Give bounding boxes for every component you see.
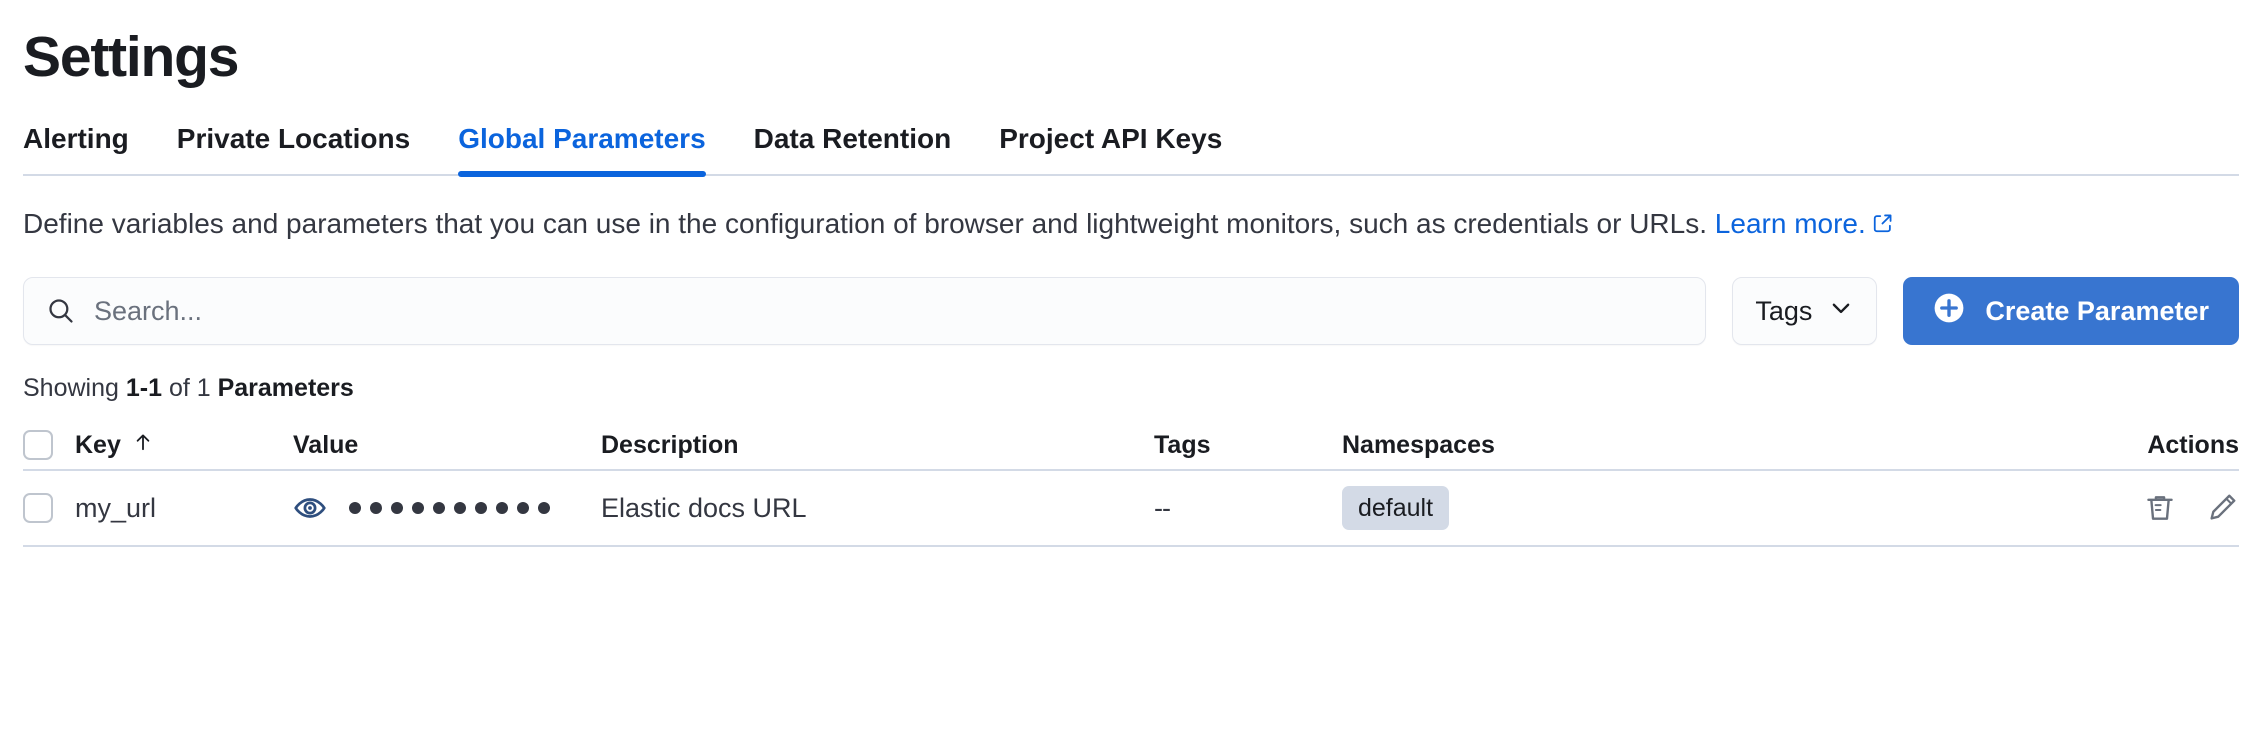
showing-entity: Parameters [217, 374, 354, 402]
cell-tags: -- [1154, 492, 1171, 523]
table-header-row: Key Value Description [23, 421, 2239, 471]
row-select-cell [23, 493, 75, 523]
cell-description: Elastic docs URL [601, 492, 807, 523]
trash-icon[interactable] [2143, 491, 2177, 525]
select-all-cell [23, 430, 75, 460]
search-input[interactable] [94, 295, 1684, 327]
learn-more-link[interactable]: Learn more. [1715, 208, 1894, 239]
tab-alerting[interactable]: Alerting [23, 123, 129, 154]
tags-filter-button[interactable]: Tags [1732, 277, 1878, 345]
column-header-actions: Actions [2079, 431, 2239, 460]
create-parameter-button[interactable]: Create Parameter [1903, 277, 2239, 345]
select-all-checkbox[interactable] [23, 430, 53, 460]
tab-data-retention[interactable]: Data Retention [753, 123, 952, 154]
external-link-icon [1872, 203, 1894, 247]
page-title: Settings [23, 25, 239, 89]
arrow-up-icon [131, 430, 155, 461]
column-header-namespaces: Namespaces [1342, 431, 2079, 460]
tab-project-api-keys[interactable]: Project API Keys [999, 123, 1223, 154]
pencil-icon[interactable] [2205, 491, 2239, 525]
cell-actions [2079, 491, 2239, 525]
column-header-description-label: Description [601, 430, 739, 459]
column-header-value: Value [293, 431, 358, 460]
showing-prefix: Showing [23, 374, 126, 402]
description-text: Define variables and parameters that you… [23, 202, 2239, 247]
tags-filter-label: Tags [1755, 295, 1813, 326]
column-header-actions-label: Actions [2147, 430, 2239, 459]
results-count: Showing 1-1 of 1 Parameters [23, 373, 2239, 403]
eye-icon[interactable] [293, 491, 327, 525]
column-header-value-label: Value [293, 430, 359, 459]
controls-row: Tags Create Parameter [23, 277, 2239, 345]
showing-of: of 1 [162, 374, 218, 402]
column-header-namespaces-label: Namespaces [1342, 430, 1495, 459]
tab-underline-divider [23, 174, 2239, 176]
chevron-down-icon [1828, 295, 1854, 328]
tab-global-parameters[interactable]: Global Parameters [458, 122, 707, 177]
column-header-key[interactable]: Key [75, 430, 293, 461]
row-select-checkbox[interactable] [23, 493, 53, 523]
learn-more-label: Learn more. [1714, 208, 1866, 239]
tab-private-locations[interactable]: Private Locations [176, 123, 411, 154]
masked-value-dots [349, 502, 550, 514]
description-body: Define variables and parameters that you… [23, 208, 1715, 239]
plus-circle-icon [1933, 292, 1965, 331]
column-header-description: Description [601, 431, 1154, 460]
tab-list: Alerting Private Locations Global Parame… [23, 116, 2239, 177]
search-icon [46, 296, 76, 326]
column-header-key-label: Key [75, 430, 121, 459]
column-header-tags: Tags [1154, 431, 1342, 460]
parameters-table: Key Value Description [23, 421, 2239, 547]
cell-key: my_url [75, 492, 157, 523]
showing-range: 1-1 [125, 374, 162, 402]
table-row: my_url Elastic docs URL -- defau [23, 471, 2239, 547]
cell-value [293, 491, 601, 525]
namespace-badge: default [1342, 486, 1450, 530]
search-box[interactable] [23, 277, 1707, 345]
create-parameter-label: Create Parameter [1985, 295, 2209, 326]
tab-bar: Alerting Private Locations Global Parame… [23, 116, 2239, 177]
column-header-tags-label: Tags [1154, 430, 1211, 459]
